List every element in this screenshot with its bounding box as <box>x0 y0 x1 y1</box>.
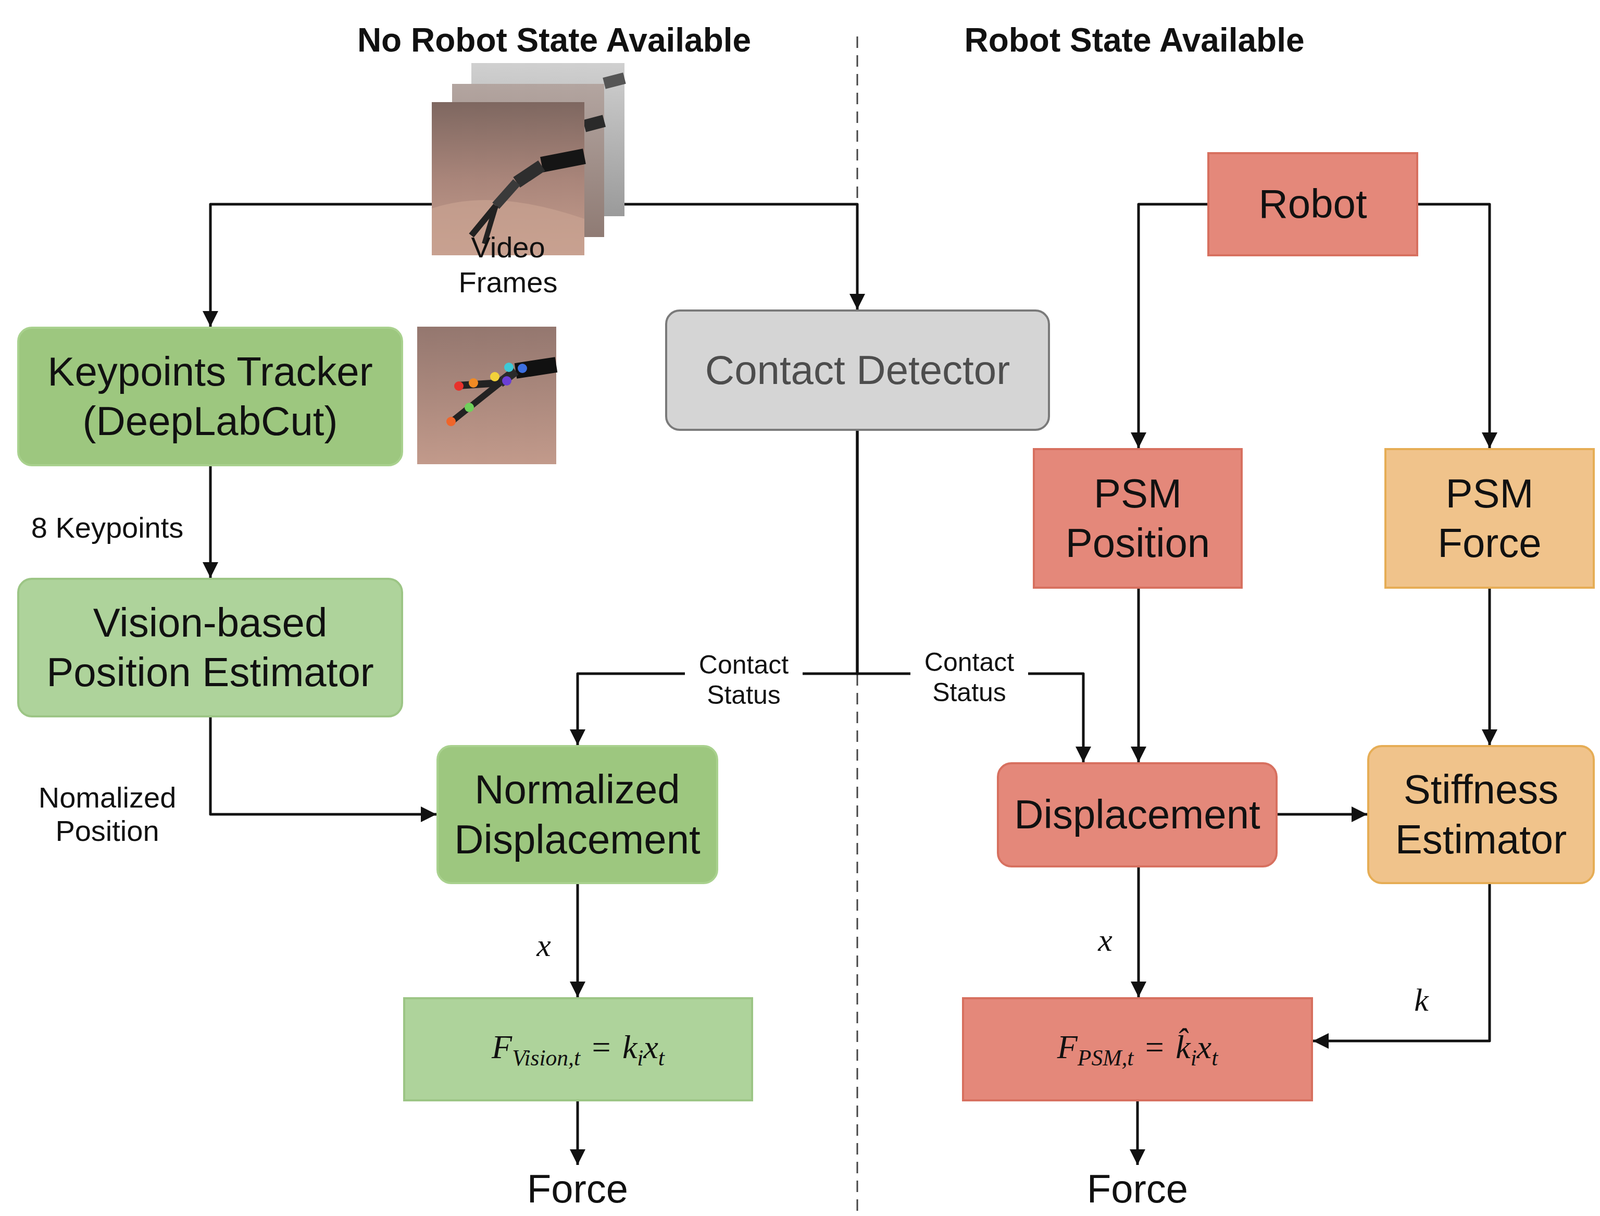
edge-label: Contact Status <box>684 648 803 711</box>
output-label: Force <box>527 1165 629 1211</box>
connector-arrow <box>210 204 432 327</box>
process-box: Robot <box>1207 152 1419 257</box>
text-group: Displacement <box>1014 789 1261 840</box>
formula-part: = <box>591 1026 611 1068</box>
section-title: Robot State Available <box>964 21 1305 60</box>
output-arrow <box>576 1101 580 1165</box>
formula-part: PSM,t <box>1077 1043 1134 1072</box>
formula-part: F <box>1057 1026 1078 1068</box>
formula-part: k <box>622 1026 637 1068</box>
text-group: Video Frames <box>431 229 585 300</box>
formula-part: t <box>658 1043 665 1072</box>
connector-arrow <box>210 717 437 815</box>
keypoints-inset-picture <box>417 326 557 465</box>
connector-arrow <box>576 883 580 997</box>
text-group: PSM Force <box>1394 468 1585 568</box>
formula-part: = <box>1145 1026 1165 1068</box>
connector-arrow <box>1137 588 1141 762</box>
text-group: Vision-based Position Estimator <box>27 597 393 697</box>
text-group: FPSM,t =k̂ixt <box>1057 1026 1219 1072</box>
text-group: Normalized Displacement <box>446 764 708 864</box>
text-group: Contact Detector <box>705 345 1010 395</box>
node-text: Stiffness Estimator <box>1377 764 1585 864</box>
connector-arrow <box>624 204 858 310</box>
formula-part: i <box>1190 1043 1197 1072</box>
process-box: Vision-based Position Estimator <box>17 577 404 718</box>
node-text: PSM Position <box>1043 468 1233 568</box>
process-box: Displacement <box>996 761 1278 868</box>
node-text: Contact Detector <box>705 345 1010 395</box>
process-box: PSM Position <box>1032 447 1243 589</box>
node-text: PSM Force <box>1394 468 1585 568</box>
process-box: PSM Force <box>1384 447 1595 589</box>
connector-arrow <box>1277 813 1368 816</box>
edge-label: 8 Keypoints <box>31 510 184 545</box>
node-text: Keypoints Tracker (DeepLabCut) <box>27 346 393 446</box>
connector-arrow <box>1313 883 1490 1041</box>
text-group: Keypoints Tracker (DeepLabCut) <box>27 346 393 446</box>
process-box: Keypoints Tracker (DeepLabCut) <box>17 326 404 467</box>
formula-part: x <box>643 1026 658 1068</box>
formula-part: F <box>491 1026 512 1068</box>
formula-part: t <box>1211 1043 1218 1072</box>
edge-label: x <box>1097 921 1113 959</box>
output-label: Force <box>1086 1165 1189 1211</box>
section-title: No Robot State Available <box>357 21 752 60</box>
node-text: Displacement <box>1014 789 1261 840</box>
connector-arrow <box>577 430 858 745</box>
video-frames-picture <box>431 63 625 256</box>
connector-arrow <box>1418 204 1490 448</box>
text-group: Robot <box>1258 179 1367 229</box>
connector-arrow <box>1138 204 1208 448</box>
formula-part: i <box>636 1043 644 1072</box>
formula-part: x <box>1196 1026 1212 1068</box>
node-text: Robot <box>1258 179 1367 229</box>
edge-label: Nomalized Position <box>29 780 186 848</box>
edge-label: k <box>1414 981 1429 1019</box>
formula-box: FPSM,t =k̂ixt <box>961 996 1314 1102</box>
formula-part: k̂ <box>1175 1026 1191 1068</box>
image-stack: Video Frames <box>431 63 625 300</box>
formula-part: Vision,t <box>511 1043 581 1072</box>
connector-arrow <box>209 466 212 578</box>
text-group: FVision,t = kixt <box>491 1026 665 1072</box>
text-group: Stiffness Estimator <box>1377 764 1585 864</box>
node-text: Vision-based Position Estimator <box>27 597 393 697</box>
connector-arrow <box>1488 588 1492 745</box>
process-box: Contact Detector <box>665 309 1050 431</box>
output-arrow <box>1136 1101 1140 1165</box>
process-box: Stiffness Estimator <box>1367 744 1595 884</box>
formula-box: FVision,t = kixt <box>403 996 754 1102</box>
edge-label: x <box>536 926 552 964</box>
edge-label: Contact Status <box>910 646 1029 709</box>
node-text: Video Frames <box>431 229 585 300</box>
text-group: PSM Position <box>1043 468 1233 568</box>
node-text: Normalized Displacement <box>446 764 708 864</box>
process-box: Normalized Displacement <box>436 744 719 884</box>
connector-arrow <box>1137 867 1141 997</box>
